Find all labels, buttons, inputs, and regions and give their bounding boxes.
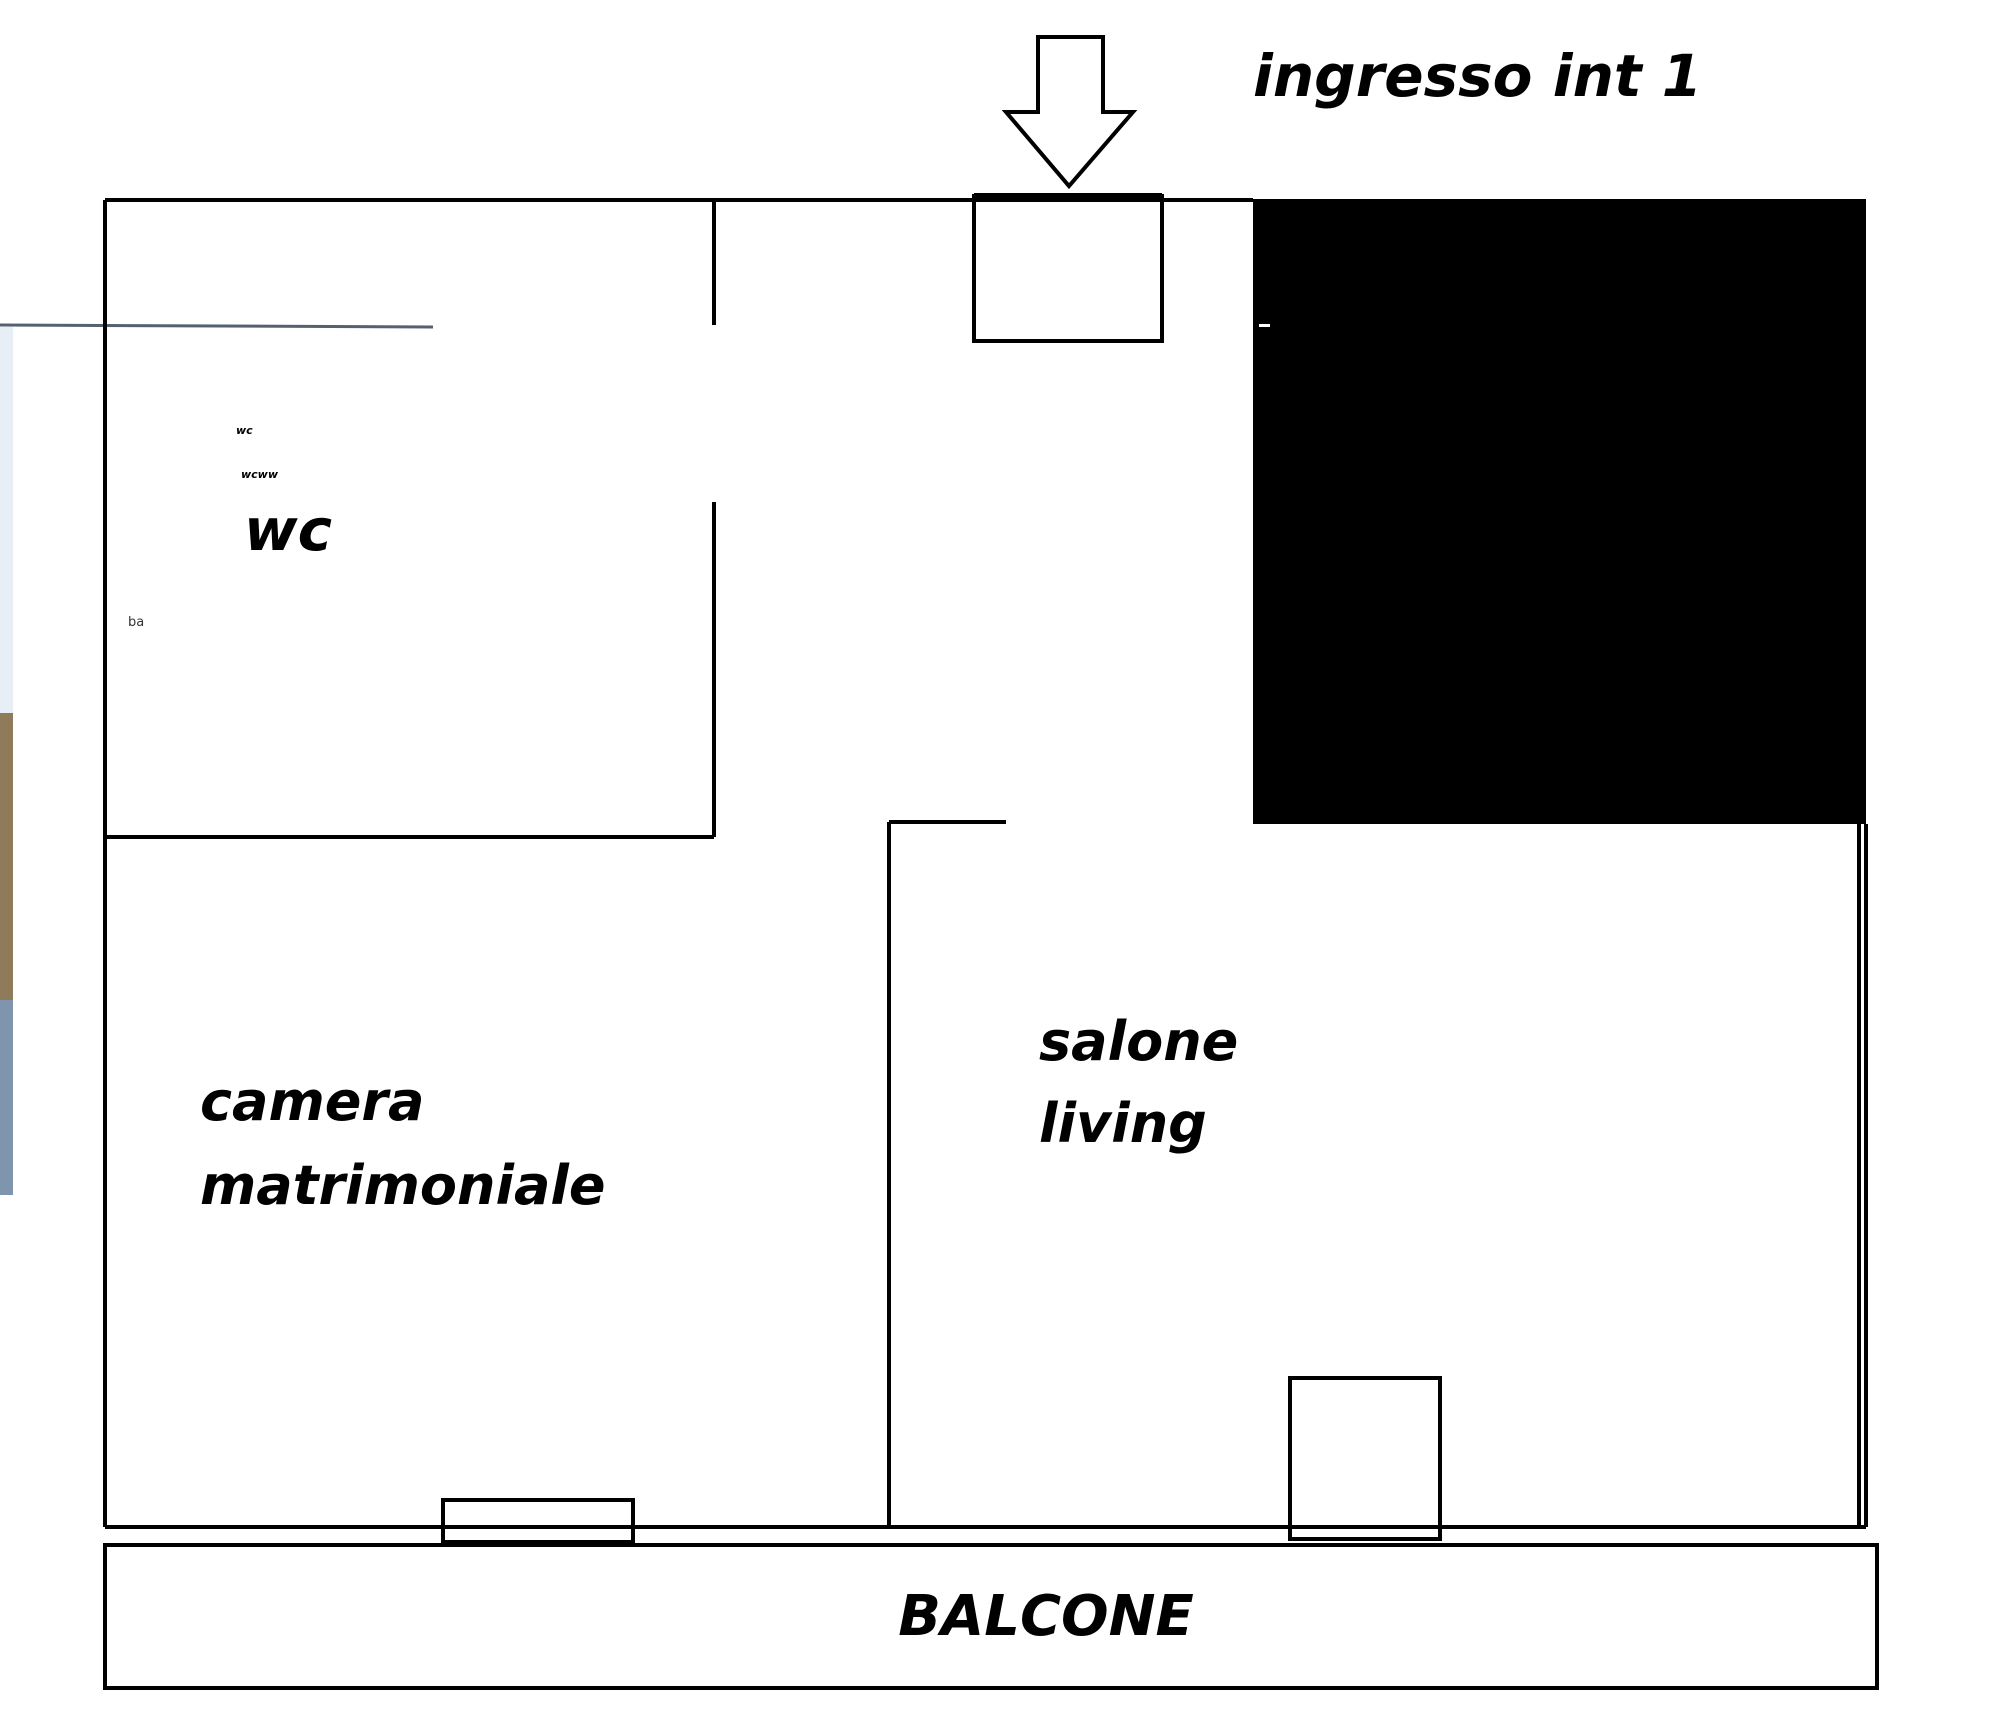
wc-small-label-2: wcww [241,468,279,481]
photo-strip-image-lower [0,1000,13,1195]
bedroom-window [441,1498,635,1544]
bedroom-label-line2: matrimoniale [200,1154,606,1217]
white-mark [1259,324,1270,327]
balcony [103,1543,1879,1690]
bedroom-label-line1: camera [200,1070,424,1133]
photo-strip [0,327,13,713]
ba-label: ba [128,615,144,630]
gray-guide-line [0,323,434,329]
entrance-door [972,194,1164,343]
wc-small-label: wc [236,424,253,437]
balcony-label: BALCONE [898,1584,1194,1649]
wc-label: wc [244,496,332,564]
living-label-line1: salone [1039,1010,1238,1073]
entrance-label: ingresso int 1 [1253,42,1702,110]
living-label-line2: living [1039,1092,1207,1155]
living-door [1288,1376,1442,1541]
blocked-area [1253,199,1866,824]
entrance-arrow-icon [1001,35,1138,190]
